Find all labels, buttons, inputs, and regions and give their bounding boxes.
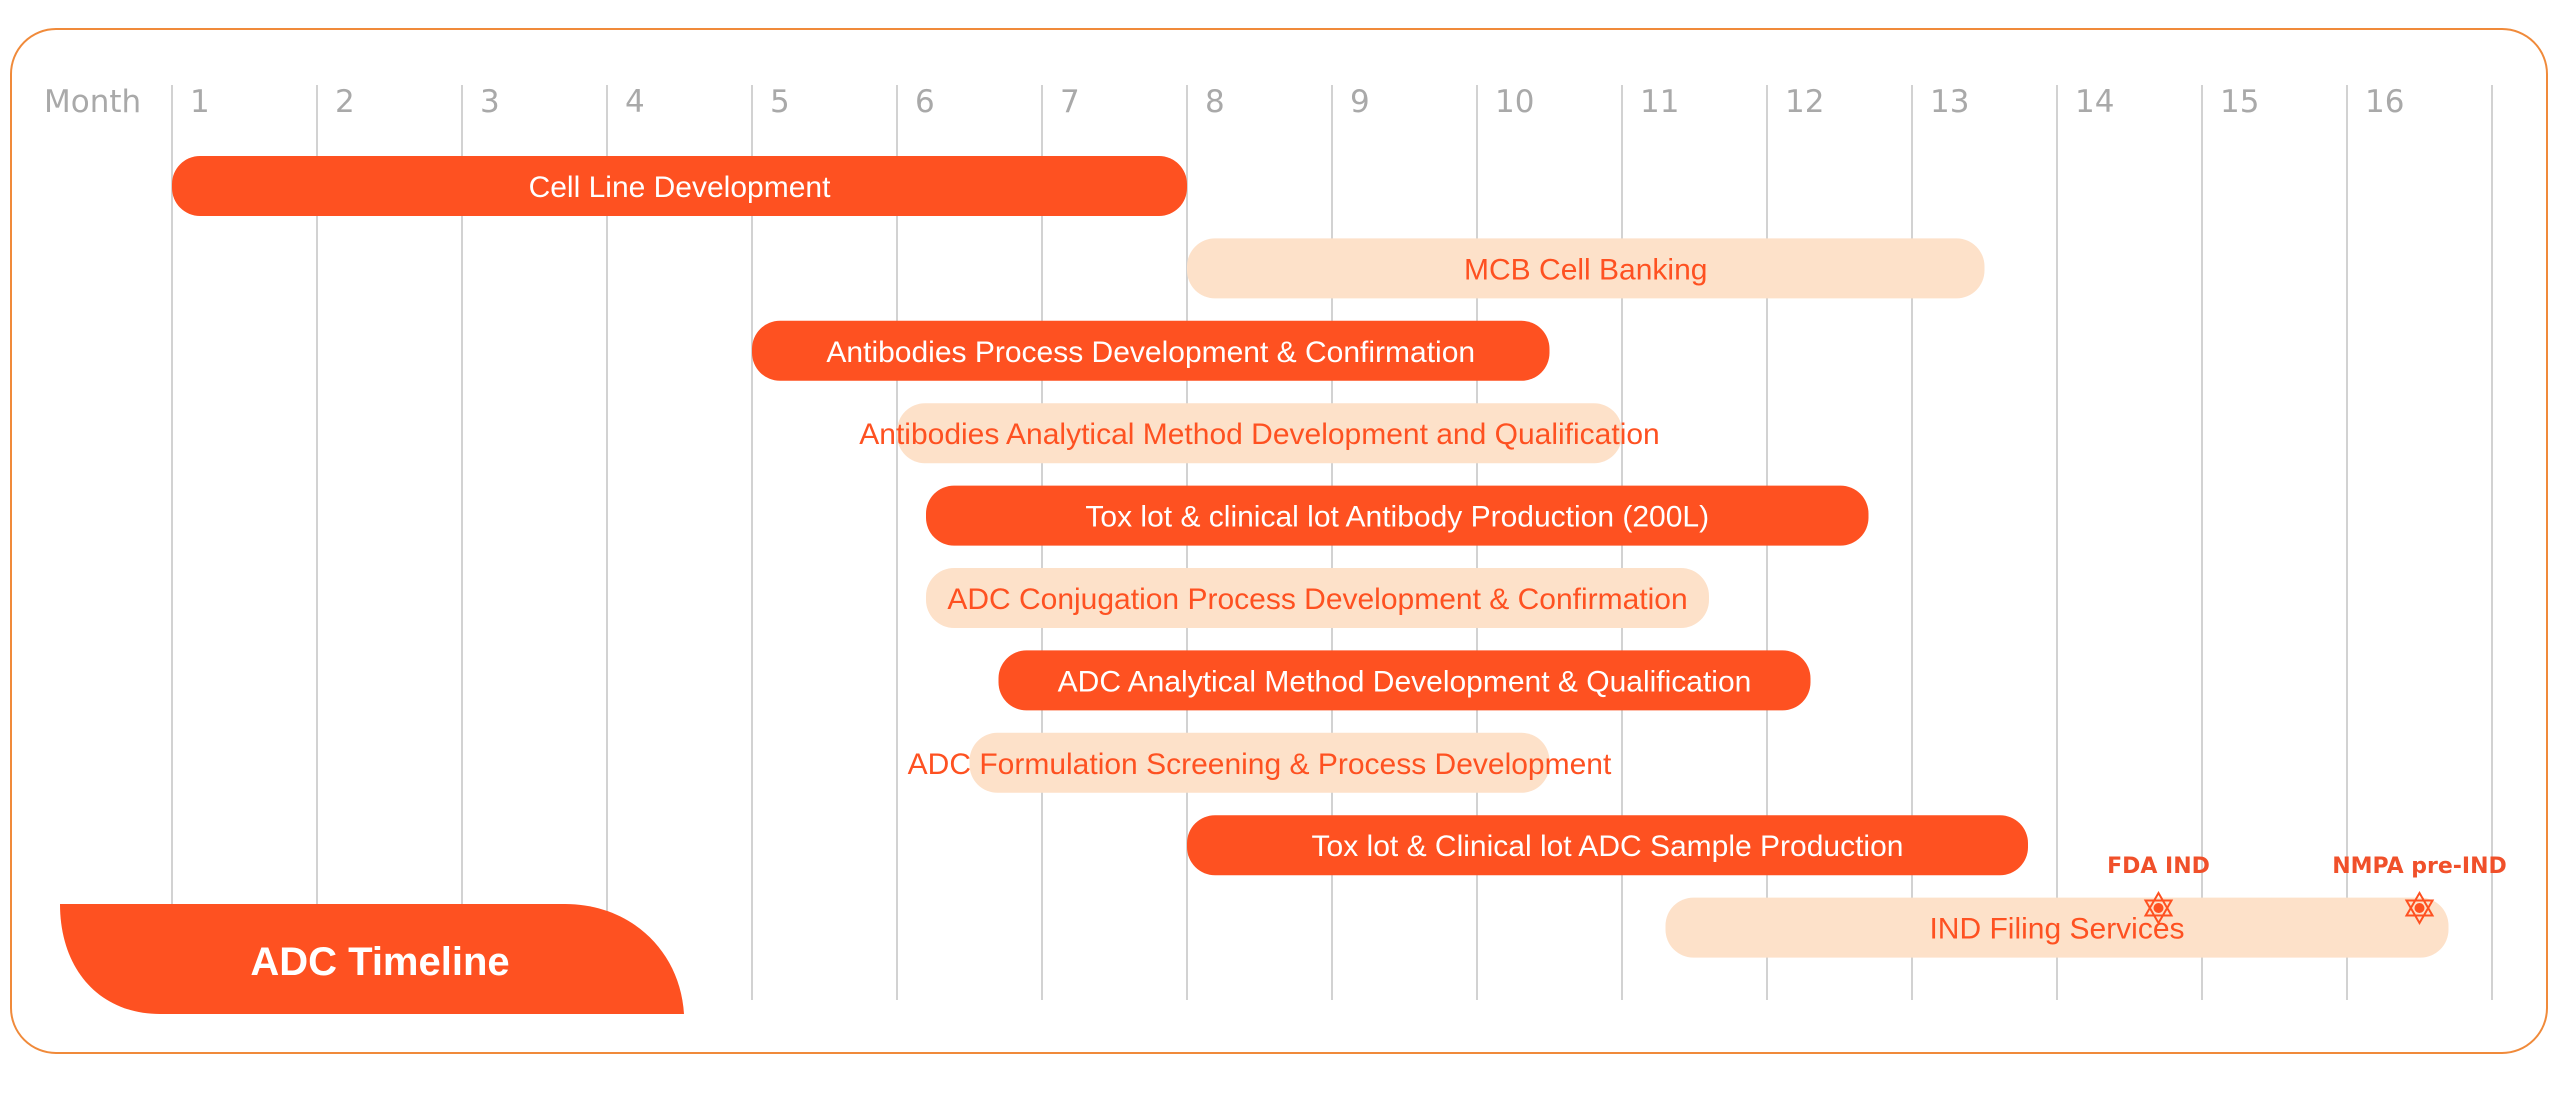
- task-label: MCB Cell Banking: [1464, 253, 1707, 286]
- task-bar: [1187, 238, 1985, 299]
- task-bar: [998, 650, 1811, 711]
- task-label: ADC Conjugation Process Development & Co…: [947, 583, 1687, 616]
- x-tick-label: 13: [1930, 84, 1969, 120]
- task-bar: [897, 403, 1622, 464]
- x-tick-label: 16: [2365, 84, 2404, 120]
- milestone-star-icon: [2143, 891, 2174, 917]
- task-bar: [969, 732, 1550, 793]
- x-tick-label: 9: [1350, 84, 1370, 120]
- milestone: NMPA pre-IND: [2332, 854, 2507, 925]
- x-tick-label: 11: [1640, 84, 1679, 120]
- x-tick-label: 5: [770, 84, 790, 120]
- task-bar: [1187, 815, 2028, 876]
- task-label: Antibodies Process Development & Confirm…: [826, 336, 1475, 369]
- x-tick-label: 3: [480, 84, 500, 120]
- title-badge-shape: [60, 904, 684, 1014]
- task-row: IND Filing Services: [1665, 897, 2449, 958]
- x-tick-label: 8: [1205, 84, 1225, 120]
- x-tick-label: 12: [1785, 84, 1824, 120]
- task-label: IND Filing Services: [1929, 913, 2184, 946]
- task-row: Tox lot & Clinical lot ADC Sample Produc…: [1187, 815, 2028, 876]
- task-bar: [752, 320, 1550, 381]
- x-tick-label: 6: [915, 84, 935, 120]
- x-tick-label: 14: [2075, 84, 2114, 120]
- task-label: ADC Formulation Screening & Process Deve…: [908, 748, 1612, 781]
- task-bar: [1665, 897, 2449, 958]
- task-row: Antibodies Process Development & Confirm…: [752, 320, 1550, 381]
- task-row: Cell Line Development: [172, 156, 1187, 216]
- milestone-label: NMPA pre-IND: [2332, 854, 2507, 879]
- task-label: Antibodies Analytical Method Development…: [859, 418, 1659, 451]
- milestone: FDA IND: [2107, 854, 2210, 925]
- x-tick-label: 2: [335, 84, 355, 120]
- task-label: Tox lot & Clinical lot ADC Sample Produc…: [1312, 830, 1904, 863]
- x-tick-label: 4: [625, 84, 645, 120]
- task-row: Tox lot & clinical lot Antibody Producti…: [926, 485, 1869, 546]
- milestone-dot: [2153, 903, 2164, 913]
- task-label: Cell Line Development: [529, 171, 831, 204]
- milestone-label: FDA IND: [2107, 854, 2210, 879]
- task-row: Antibodies Analytical Method Development…: [859, 403, 1660, 464]
- task-bar: [172, 156, 1187, 216]
- task-row: MCB Cell Banking: [1187, 238, 1985, 299]
- task-row: ADC Conjugation Process Development & Co…: [926, 568, 1709, 628]
- x-tick-label: 10: [1495, 84, 1534, 120]
- task-row: ADC Formulation Screening & Process Deve…: [908, 732, 1612, 793]
- milestone-star-icon: [2404, 891, 2435, 917]
- chart-title-badge: ADC Timeline: [60, 904, 684, 1014]
- task-row: ADC Analytical Method Development & Qual…: [998, 650, 1811, 711]
- task-label: ADC Analytical Method Development & Qual…: [1058, 665, 1752, 698]
- x-tick-label: 1: [190, 84, 210, 120]
- task-bar: [926, 485, 1869, 546]
- milestone-star-icon: [2143, 899, 2174, 925]
- chart-title: ADC Timeline: [250, 940, 509, 984]
- task-bar: [926, 568, 1709, 628]
- milestone-star-icon: [2404, 899, 2435, 925]
- milestone-dot: [2414, 903, 2425, 913]
- x-tick-label: 7: [1060, 84, 1080, 120]
- x-axis-label: Month: [44, 84, 141, 120]
- task-label: Tox lot & clinical lot Antibody Producti…: [1085, 501, 1709, 534]
- x-tick-label: 15: [2220, 84, 2259, 120]
